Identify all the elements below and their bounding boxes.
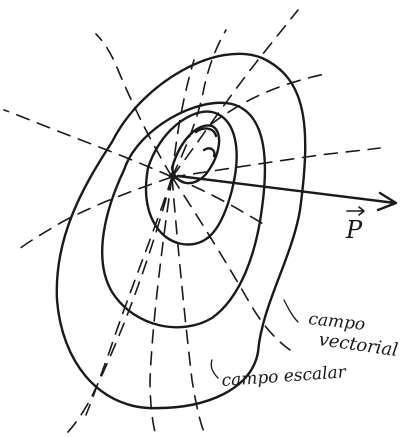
field-line-bottom	[150, 177, 172, 432]
campo-escalar-pointer	[211, 360, 218, 378]
field-line-upper-left	[96, 34, 172, 177]
campo-vectorial-pointer	[284, 300, 298, 322]
field-line-lower-right	[172, 177, 290, 350]
campo-vectorial-label-line2: vectorial	[317, 329, 399, 361]
field-line-far-upper-right	[172, 10, 298, 177]
field-line-down-right	[172, 177, 204, 432]
field-line-bottom-left	[66, 177, 172, 434]
contour-core	[172, 125, 219, 183]
contour-outer	[57, 54, 305, 408]
field-line-far-right	[172, 148, 380, 177]
field-line-right-upper	[210, 74, 325, 125]
vector-p-arrow-shaft	[178, 176, 395, 203]
campo-escalar-label: campo escalar	[221, 362, 347, 391]
field-line-left	[4, 110, 172, 177]
contour-middle	[102, 103, 265, 327]
field-line-down-left	[86, 177, 172, 415]
scalar-field-contours	[57, 54, 305, 408]
labels: campo vectorial campo escalar	[211, 300, 399, 391]
vector-p-label: P	[345, 216, 363, 244]
vector-p-overarrow	[347, 207, 364, 215]
contour-core-detail	[196, 129, 216, 156]
